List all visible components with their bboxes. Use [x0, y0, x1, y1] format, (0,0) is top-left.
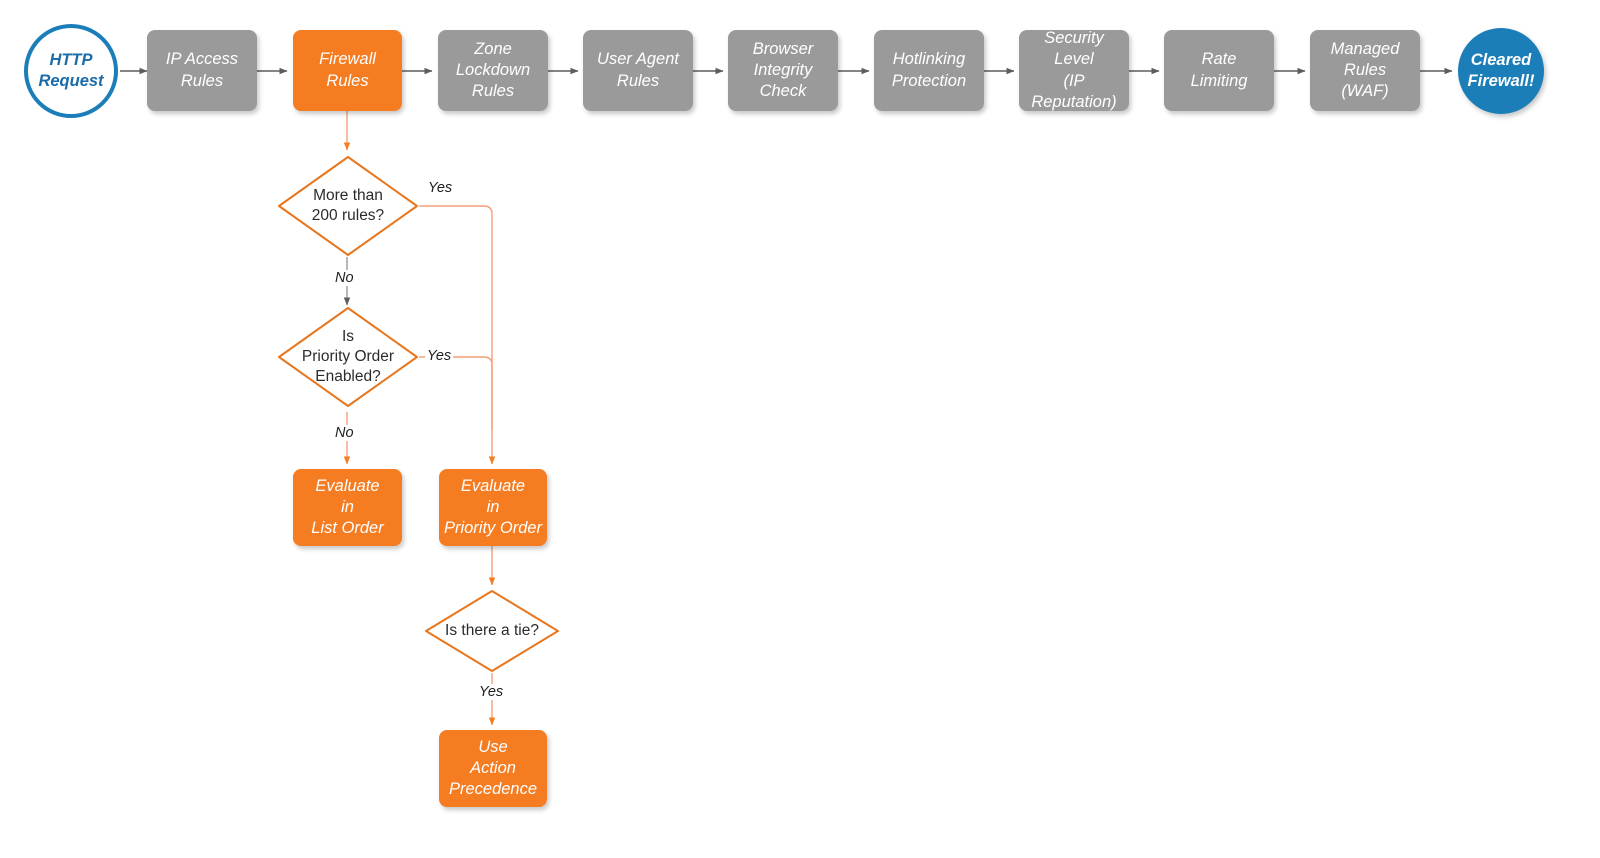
edge-label-more-rules-yes: Yes [426, 180, 455, 196]
diamond-shape [425, 590, 559, 672]
node-evaluate-priority-order[interactable]: Evaluate in Priority Order [439, 469, 547, 546]
node-managed-rules-waf[interactable]: Managed Rules (WAF) [1310, 30, 1420, 111]
node-priority-order-enabled[interactable]: Is Priority Order Enabled? [277, 306, 419, 408]
diamond-shape [278, 156, 418, 256]
diamond-shape [278, 307, 418, 407]
edge-label-priority-no: No [333, 425, 356, 441]
node-use-action-precedence[interactable]: Use Action Precedence [439, 730, 547, 807]
node-http-request[interactable]: HTTP Request [24, 24, 118, 118]
node-zone-lockdown-rules[interactable]: Zone Lockdown Rules [438, 30, 548, 111]
edge-priority-yes [419, 356, 493, 430]
node-user-agent-rules[interactable]: User Agent Rules [583, 30, 693, 111]
decision-label: More than 200 rules? [311, 186, 385, 224]
node-more-than-200-rules[interactable]: More than 200 rules? [277, 155, 419, 257]
node-hotlinking-protection[interactable]: Hotlinking Protection [874, 30, 984, 111]
node-is-there-a-tie[interactable]: Is there a tie? [424, 589, 560, 673]
node-browser-integrity-check[interactable]: Browser Integrity Check [728, 30, 838, 111]
node-ip-access-rules[interactable]: IP Access Rules [147, 30, 257, 111]
edge-label-tie-yes: Yes [477, 684, 506, 700]
node-evaluate-list-order[interactable]: Evaluate in List Order [293, 469, 402, 546]
decision-label: Is Priority Order Enabled? [301, 327, 395, 386]
edge-label-more-rules-no: No [333, 270, 356, 286]
node-cleared-firewall[interactable]: Cleared Firewall! [1458, 28, 1544, 114]
edge-more-rules-yes [419, 205, 496, 465]
edge-label-priority-yes: Yes [425, 348, 454, 364]
decision-label: Is there a tie? [445, 621, 539, 639]
node-security-level[interactable]: Security Level (IP Reputation) [1019, 29, 1129, 111]
node-firewall-rules[interactable]: Firewall Rules [293, 30, 402, 111]
node-rate-limiting[interactable]: Rate Limiting [1164, 30, 1274, 111]
